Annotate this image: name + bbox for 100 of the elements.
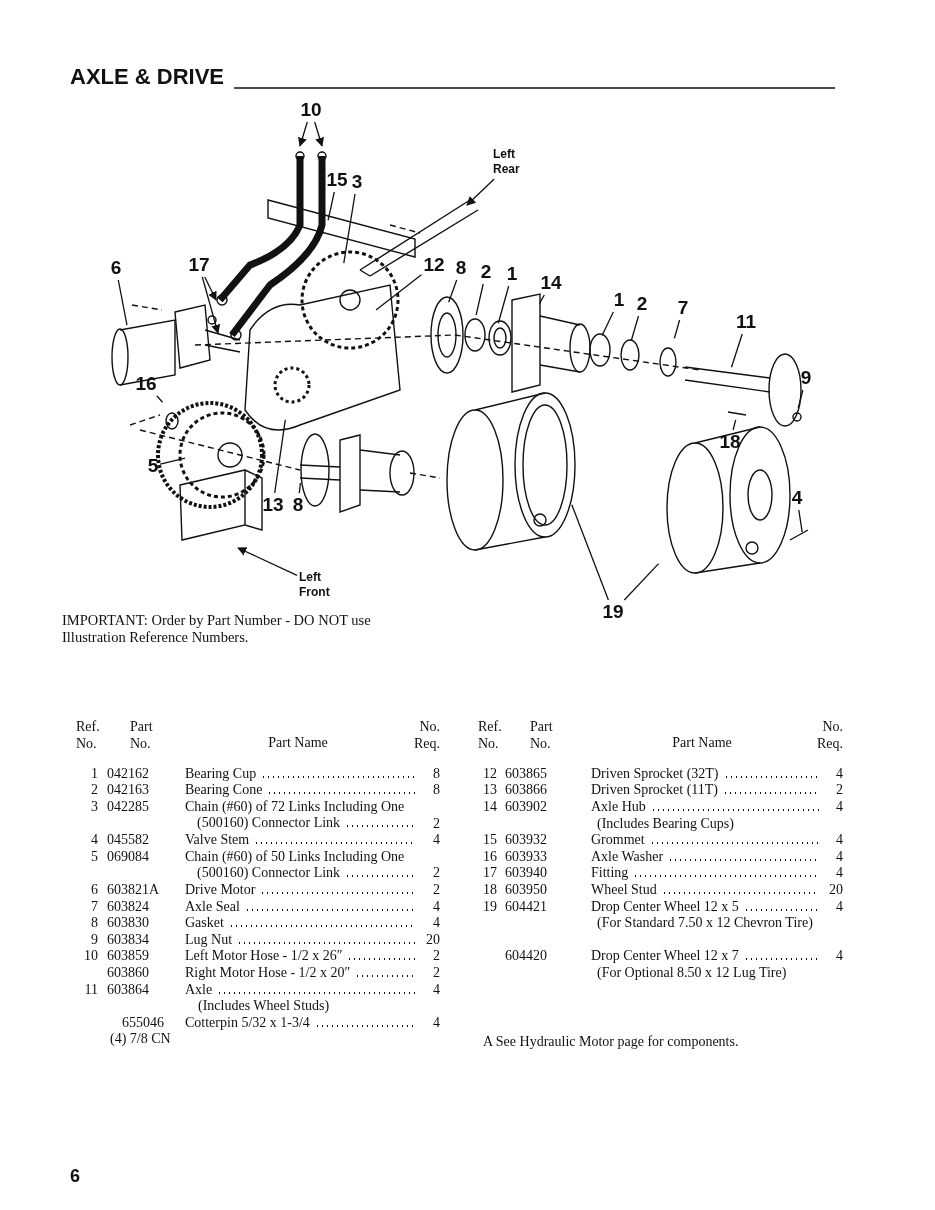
quantity: 4 bbox=[835, 865, 843, 882]
reference-number: 11 bbox=[83, 981, 98, 999]
part-name: Axle Seal bbox=[185, 898, 415, 916]
leader-line bbox=[601, 311, 614, 337]
part-number: 042162 bbox=[107, 765, 149, 783]
callout-number: 10 bbox=[300, 100, 322, 120]
quantity: 4 bbox=[835, 832, 843, 849]
callout-number: 7 bbox=[677, 298, 689, 318]
leader-line bbox=[448, 279, 458, 303]
column-header: Part No. bbox=[530, 719, 554, 753]
column-header: Ref. No. bbox=[478, 719, 503, 753]
callout-number: 18 bbox=[719, 432, 741, 452]
leader-line bbox=[201, 276, 221, 334]
part-note: (Includes Wheel Studs) bbox=[198, 998, 331, 1015]
part-name: Left Motor Hose - 1/2 x 26″ bbox=[185, 948, 415, 965]
reference-number: 15 bbox=[482, 832, 497, 849]
part-name: Valve Stem bbox=[185, 832, 415, 849]
leader-line bbox=[497, 285, 510, 324]
part-number: 603902 bbox=[505, 798, 547, 816]
part-name: Driven Sprocket (32T) bbox=[591, 765, 819, 783]
reference-number: 6 bbox=[90, 881, 98, 899]
part-name: Chain (#60) of 72 Links Including One (500160) Connector Link bbox=[185, 798, 415, 833]
callout-number: 9 bbox=[800, 368, 812, 388]
quantity: 4 bbox=[432, 898, 440, 916]
part-name: Grommet bbox=[591, 832, 819, 849]
reference-number: 19 bbox=[482, 898, 497, 916]
reference-number: 1 bbox=[90, 765, 98, 783]
leader-line bbox=[375, 274, 423, 311]
leader-line bbox=[732, 419, 737, 431]
quantity: 4 bbox=[432, 981, 440, 999]
part-note: (Includes Bearing Cups) bbox=[597, 815, 735, 833]
column-header: Ref. No. bbox=[76, 719, 101, 753]
quantity: 4 bbox=[835, 765, 843, 783]
callout-number: 13 bbox=[262, 495, 284, 515]
callout-number: 3 bbox=[351, 172, 363, 192]
part-name: Cotterpin 5/32 x 1-3/4 bbox=[185, 1014, 415, 1032]
leader-line bbox=[159, 457, 186, 465]
leader-line bbox=[204, 276, 217, 301]
callout-number: 8 bbox=[455, 258, 467, 278]
callout-number: 19 bbox=[602, 602, 624, 622]
reference-number: 12 bbox=[482, 765, 497, 783]
quantity: 2 bbox=[835, 782, 843, 799]
reference-number: 16 bbox=[482, 848, 497, 866]
view-direction-label: Left Front bbox=[299, 570, 337, 600]
callout-number: 1 bbox=[506, 264, 518, 284]
callout-number: 2 bbox=[636, 294, 648, 314]
quantity: 2 bbox=[432, 964, 440, 982]
quantity: 2 bbox=[432, 865, 440, 882]
leader-line bbox=[623, 562, 660, 601]
reference-number: 4 bbox=[90, 832, 98, 849]
callout-number: 14 bbox=[540, 273, 562, 293]
quantity: 2 bbox=[432, 881, 440, 899]
part-number: 655046 bbox=[122, 1014, 164, 1032]
leader-line bbox=[730, 333, 743, 368]
callout-number: 2 bbox=[480, 262, 492, 282]
column-header: No. Req. bbox=[815, 719, 843, 753]
footnote: A See Hydraulic Motor page for components. bbox=[483, 1034, 739, 1051]
part-name: Wheel Stud bbox=[591, 881, 819, 899]
leader-line bbox=[156, 395, 164, 403]
page-title: AXLE & DRIVE bbox=[70, 64, 225, 90]
leader-line bbox=[298, 482, 302, 494]
quantity: 4 bbox=[432, 915, 440, 932]
part-number: 603830 bbox=[107, 915, 149, 932]
arrow bbox=[466, 178, 495, 206]
callout-number: 11 bbox=[735, 312, 757, 332]
leader-line bbox=[274, 419, 286, 494]
callout-number: 17 bbox=[188, 255, 210, 275]
part-note: (For Optional 8.50 x 12 Lug Tire) bbox=[597, 964, 788, 982]
part-name: Bearing Cone bbox=[185, 782, 415, 799]
part-number: 603933 bbox=[505, 848, 547, 866]
column-header: Part Name bbox=[671, 735, 733, 752]
part-name: Drop Center Wheel 12 x 5 bbox=[591, 898, 819, 916]
reference-number: 2 bbox=[90, 782, 98, 799]
quantity: 4 bbox=[835, 798, 843, 816]
reference-number: 10 bbox=[83, 948, 98, 965]
callout-number: 6 bbox=[110, 258, 122, 278]
part-name: Driven Sprocket (11T) bbox=[591, 782, 819, 799]
part-number: 603834 bbox=[107, 931, 149, 949]
reference-number: 9 bbox=[90, 931, 98, 949]
leader-line bbox=[538, 294, 545, 305]
leader-line bbox=[571, 504, 610, 601]
part-note: (4) 7/8 CN bbox=[110, 1031, 171, 1048]
part-name: Axle bbox=[185, 981, 415, 999]
view-direction-label: Left Rear bbox=[493, 147, 531, 177]
leader-line bbox=[798, 509, 803, 533]
arrow bbox=[237, 547, 298, 576]
reference-number: 13 bbox=[482, 782, 497, 799]
callout-number: 4 bbox=[791, 488, 803, 508]
leader-line bbox=[314, 121, 324, 147]
part-name: Lug Nut bbox=[185, 931, 415, 949]
part-name: Drive Motor bbox=[185, 881, 415, 899]
part-number: 603824 bbox=[107, 898, 149, 916]
leader-line bbox=[797, 389, 804, 409]
leader-line bbox=[117, 279, 128, 326]
part-number: 603940 bbox=[505, 865, 547, 882]
part-number: 604421 bbox=[505, 898, 547, 916]
part-number: 069084 bbox=[107, 848, 149, 866]
quantity: 2 bbox=[432, 948, 440, 965]
callout-number: 5 bbox=[147, 456, 159, 476]
part-name: Drop Center Wheel 12 x 7 bbox=[591, 948, 819, 965]
